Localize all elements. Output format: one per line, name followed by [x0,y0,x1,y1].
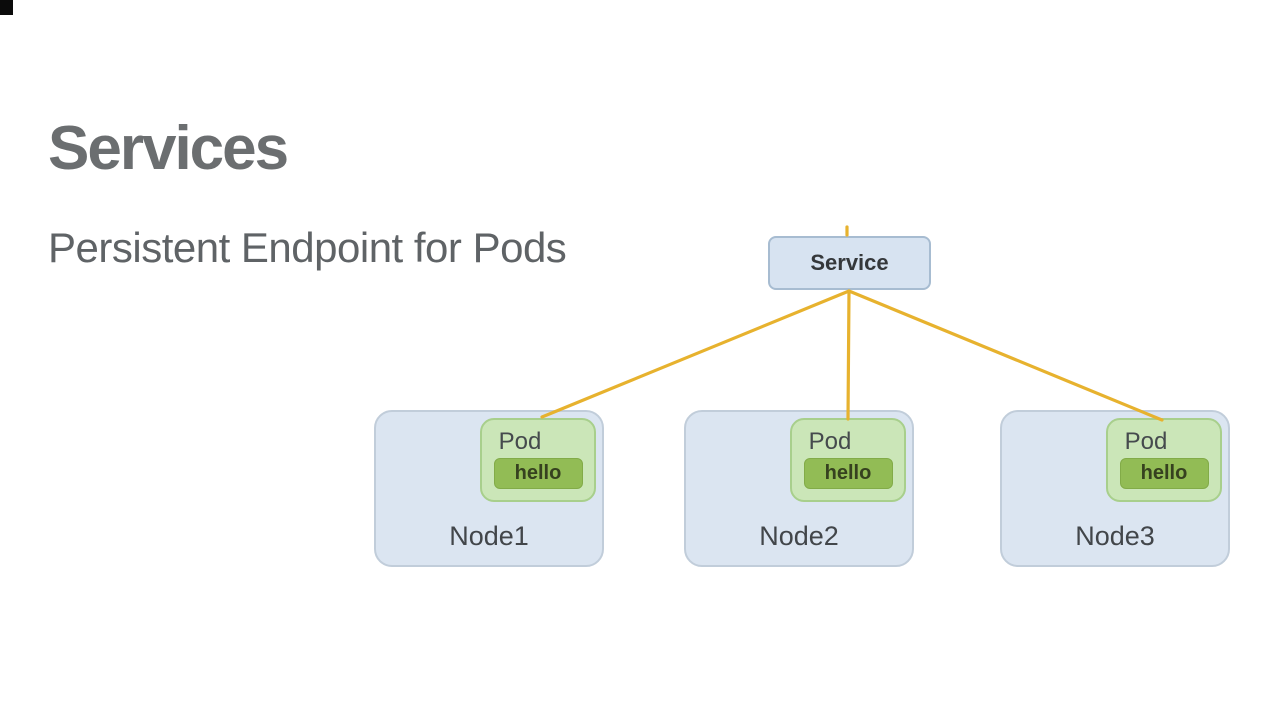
node1-pod-box: Pod hello [480,418,596,502]
connector-service-node1 [540,289,851,419]
connector-service-node3 [847,289,1164,422]
service-box: Service [768,236,931,290]
page-subtitle: Persistent Endpoint for Pods [48,223,567,271]
node2-pod-label: Pod [808,428,852,455]
service-label: Service [810,250,889,275]
page-title: Services [48,113,289,183]
node2-pod-box: Pod hello [790,418,906,502]
node2-label: Node2 [759,521,839,551]
node2-box: Pod hello Node2 [684,410,914,567]
node3-pod-box: Pod hello [1106,418,1222,502]
node3-label: Node3 [1075,521,1155,551]
node3-app-pill: hello [1119,458,1209,490]
node2-app-pill: hello [803,458,893,490]
node3-box: Pod hello Node3 [1000,410,1230,567]
node3-pod-label: Pod [1124,428,1168,455]
corner-artifact [0,0,9,13]
node1-label: Node1 [449,521,529,551]
node1-box: Pod hello Node1 [374,410,604,567]
node1-pod-label: Pod [498,428,542,455]
connector-service-node2 [846,289,851,421]
node1-app-pill: hello [493,458,583,490]
